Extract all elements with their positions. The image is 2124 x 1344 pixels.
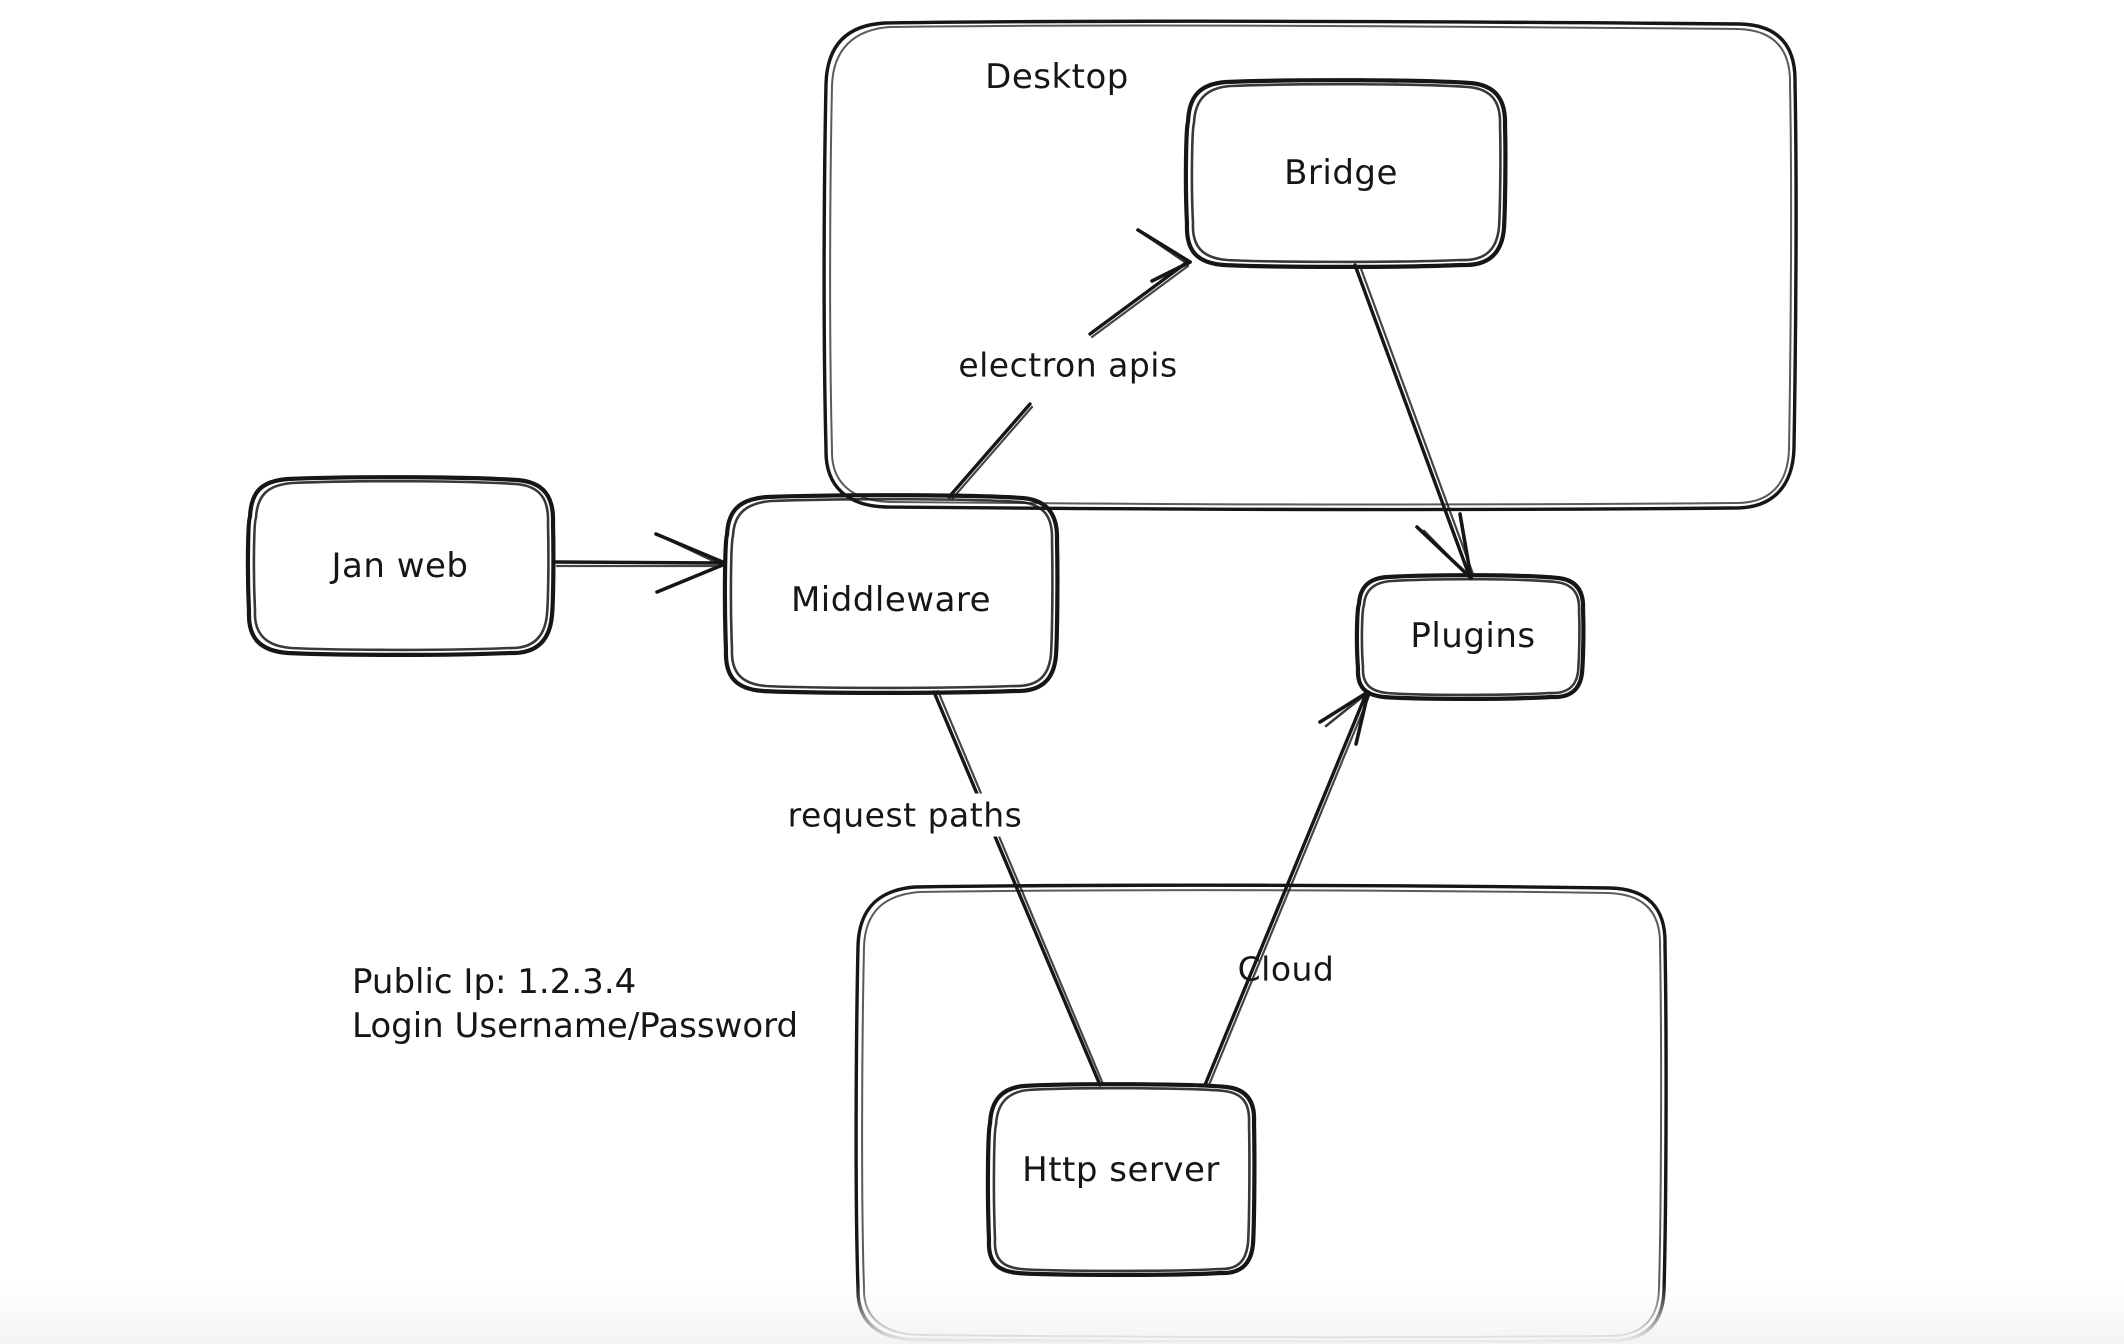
edge-label-request-paths: request paths — [779, 793, 1031, 837]
plugins-box[interactable] — [1354, 573, 1586, 701]
jan-web-box[interactable] — [245, 475, 556, 657]
edge-janweb-middleware — [554, 532, 727, 594]
http-server-label: Http server — [1022, 1150, 1220, 1190]
plugins-label: Plugins — [1410, 616, 1536, 656]
login-note: Login Username/Password — [352, 1006, 799, 1047]
bridge-box[interactable] — [1183, 78, 1508, 269]
bridge-label: Bridge — [1284, 153, 1398, 193]
desktop-container-label: Desktop — [985, 57, 1129, 97]
edge-label-electron-apis: electron apis — [950, 343, 1186, 387]
edge-httpserver-plugins — [1203, 690, 1371, 1087]
edge-middleware-httpserver — [932, 689, 1105, 1087]
notes-block: Public Ip: 1.2.3.4 Login Username/Passwo… — [352, 960, 862, 1080]
edge-middleware-bridge — [947, 228, 1192, 501]
public-ip-note: Public Ip: 1.2.3.4 — [352, 962, 637, 1002]
notes-text: Public Ip: 1.2.3.4 Login Username/Passwo… — [352, 960, 798, 1048]
edge-bridge-plugins — [1353, 263, 1475, 580]
cloud-container — [854, 883, 1668, 1344]
desktop-container — [822, 19, 1798, 512]
edge-label-cloud: Cloud — [1237, 949, 1335, 989]
http-server-box[interactable] — [985, 1082, 1257, 1277]
middleware-box[interactable] — [722, 493, 1060, 695]
jan-web-label: Jan web — [331, 546, 469, 586]
middleware-label: Middleware — [790, 580, 992, 620]
